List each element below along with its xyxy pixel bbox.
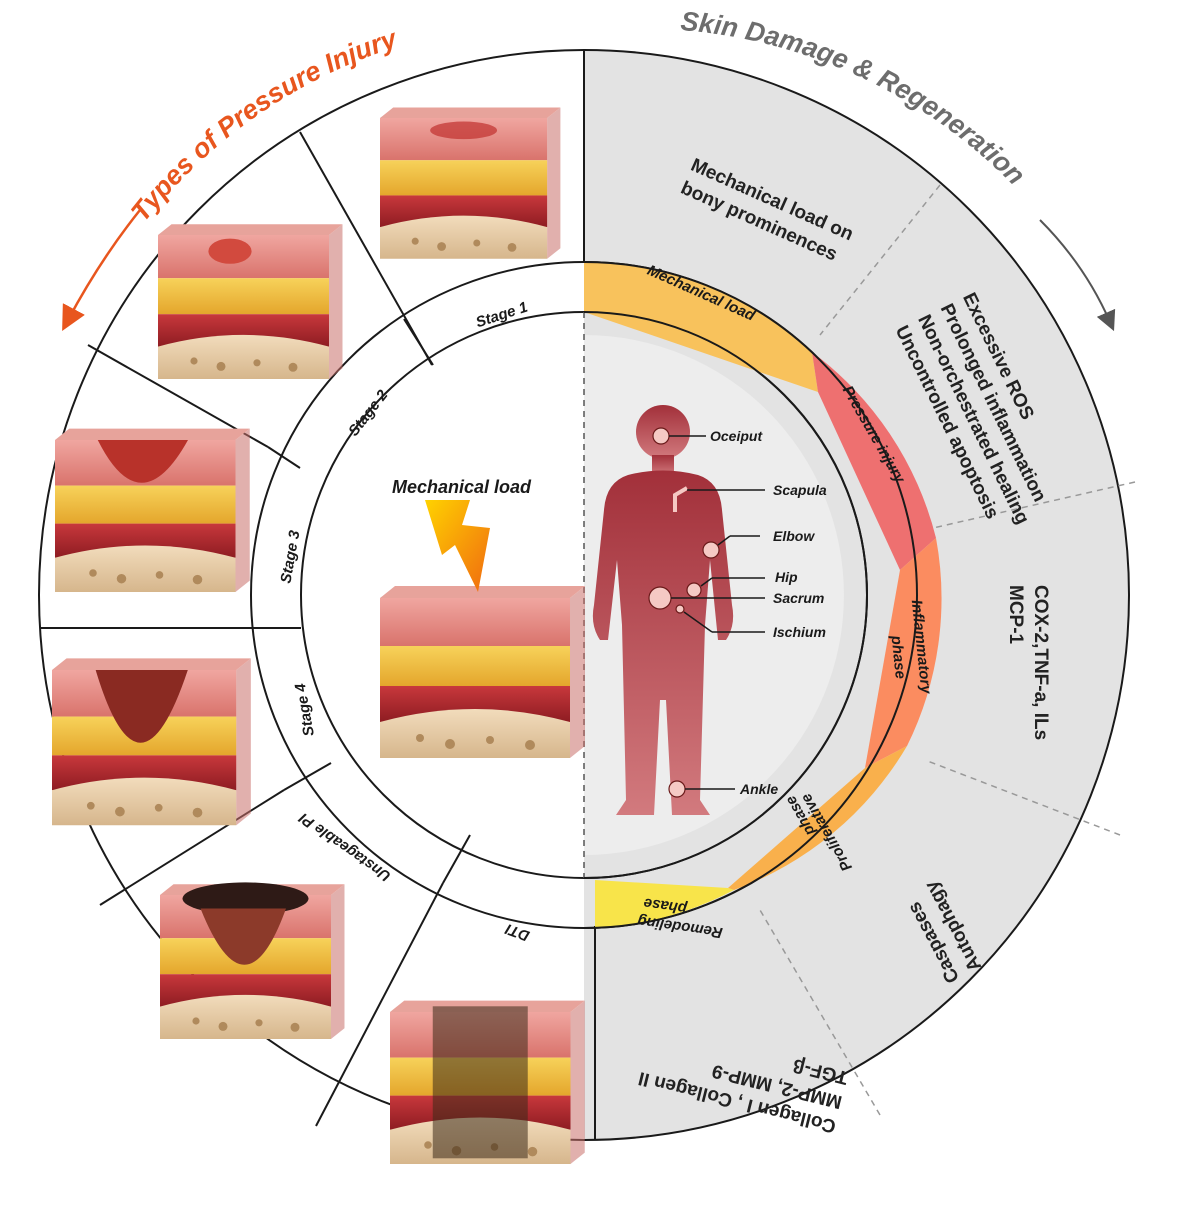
site-label-ischium: Ischium bbox=[773, 624, 826, 640]
skin-illustration-stage-1 bbox=[380, 107, 561, 259]
phase-label-remodeling-2: phase bbox=[643, 894, 689, 917]
skin-illustration-center bbox=[380, 586, 585, 758]
stage-unstageable-label: Unstageable PI bbox=[295, 809, 394, 885]
body-site-markers bbox=[648, 427, 720, 798]
phase-inflammatory bbox=[865, 538, 942, 768]
site-label-ankle: Ankle bbox=[739, 781, 778, 797]
skin-illustration-stage-3 bbox=[55, 428, 250, 592]
lightning-bolt-icon bbox=[425, 500, 490, 592]
right-sector-dividers bbox=[759, 184, 1136, 1116]
stage-4-label: Stage 4 bbox=[292, 681, 318, 737]
marker-ischium bbox=[675, 604, 685, 614]
skin-illustration-unstageable bbox=[160, 882, 345, 1039]
center-mechanical-load-label: Mechanical load bbox=[392, 477, 532, 497]
site-label-scapula: Scapula bbox=[773, 482, 827, 498]
phase-proliferative bbox=[728, 746, 907, 890]
phase-remodeling bbox=[595, 880, 734, 928]
outer-text-cytokines: COX-2,TNF-a, ILs MCP-1 bbox=[1005, 585, 1051, 740]
left-arrow bbox=[62, 209, 141, 332]
body-site-leaders bbox=[669, 435, 765, 790]
svg-text:MCP-1: MCP-1 bbox=[1005, 585, 1026, 645]
marker-sacrum bbox=[648, 586, 672, 610]
marker-elbow bbox=[702, 541, 720, 559]
svg-text:COX-2,TNF-a, ILs: COX-2,TNF-a, ILs bbox=[1030, 585, 1051, 740]
marker-scapula bbox=[673, 486, 689, 512]
site-label-sacrum: Sacrum bbox=[773, 590, 824, 606]
phase-pressure-injury bbox=[812, 352, 936, 570]
marker-hip bbox=[686, 582, 702, 598]
left-title: Types of Pressure Injury bbox=[125, 23, 402, 227]
phase-label-inflammatory-2: phase bbox=[887, 634, 909, 680]
stage-3-label: Stage 3 bbox=[277, 529, 303, 585]
site-label-elbow: Elbow bbox=[773, 528, 815, 544]
marker-ankle bbox=[668, 780, 686, 798]
marker-occiput bbox=[652, 427, 670, 445]
phase-ring bbox=[583, 261, 942, 929]
right-arrow bbox=[1039, 219, 1116, 332]
skin-illustration-dti bbox=[390, 1000, 585, 1164]
phase-mechanical-load bbox=[584, 261, 818, 392]
stage-2-label: Stage 2 bbox=[345, 386, 392, 439]
site-label-hip: Hip bbox=[775, 569, 798, 585]
site-label-occiput: Oceiput bbox=[710, 428, 763, 444]
skin-illustration-stage-4 bbox=[52, 658, 251, 826]
stage-1-label: Stage 1 bbox=[474, 299, 530, 332]
skin-illustration-stage-2 bbox=[158, 224, 343, 379]
